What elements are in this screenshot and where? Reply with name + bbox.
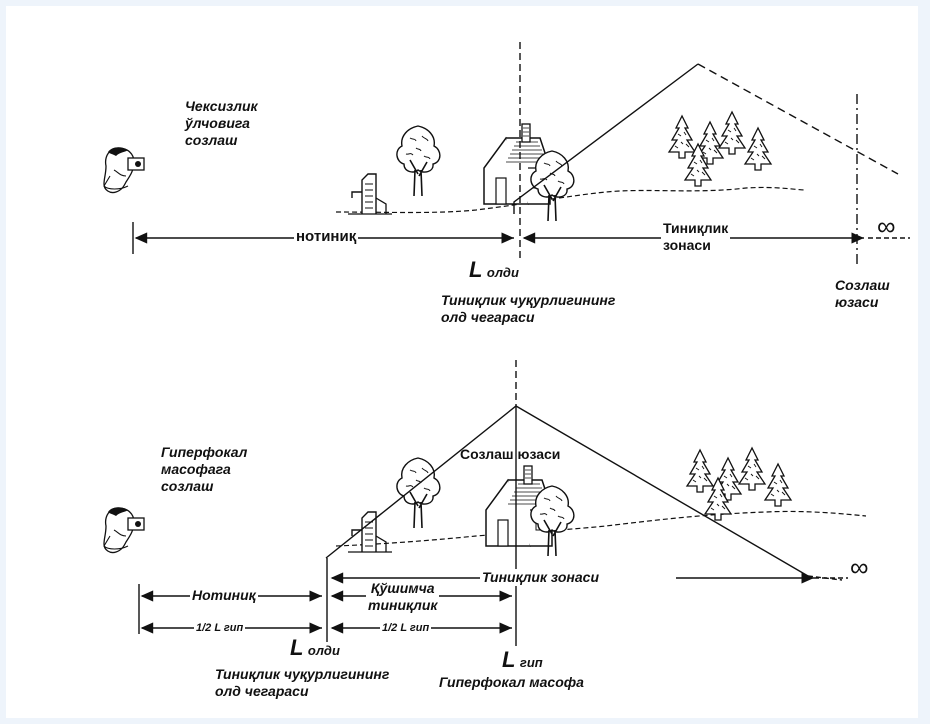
top-infinity-label: ∞	[877, 211, 896, 241]
top-sharp-zone-label: Тиниқлик зонаси	[661, 220, 731, 254]
top-pine-icon-4	[744, 127, 772, 171]
bottom-half-left-label: 1/2 L гип	[194, 622, 246, 635]
top-diagram	[103, 42, 910, 268]
bottom-l-front-label: L олди	[290, 636, 340, 660]
top-cameraman-icon	[103, 146, 145, 194]
bottom-pine-icon-4	[764, 463, 792, 507]
bottom-ground-line	[335, 510, 867, 547]
bottom-l-hyp-label: L гип	[502, 648, 543, 672]
bottom-blur-label: Нотиниқ	[190, 587, 258, 604]
bottom-hyperfocal-label: Гиперфокал масофа	[439, 674, 584, 690]
top-l-front-label: L олди	[469, 258, 519, 282]
bottom-l-hyp-sub: гип	[519, 655, 543, 670]
top-dof-solid-line	[513, 63, 699, 214]
bottom-pump-icon	[347, 511, 393, 553]
bottom-l-hyp-letter: L	[502, 647, 516, 672]
top-title: Чексизлик ўлчовига созлаш	[185, 98, 258, 148]
bottom-title: Гиперфокал масофага созлаш	[161, 444, 248, 494]
bottom-infinity-label: ∞	[850, 552, 869, 582]
top-tree-icon	[396, 125, 441, 197]
top-focus-plane-label: Созлаш юзаси	[835, 277, 890, 310]
top-ground-line	[335, 186, 807, 214]
bottom-extra-sharp-label: Қўшимча тиниқлик	[366, 580, 440, 614]
bottom-front-limit-label: Тиниқлик чуқурлигининг олд чегараси	[215, 666, 390, 699]
top-pump-icon	[347, 173, 393, 215]
bottom-pine-icon-1	[686, 449, 714, 493]
top-front-limit-label: Тиниқлик чуқурлигининг олд чегараси	[441, 292, 616, 325]
bottom-pine-icon-3	[738, 447, 766, 491]
top-pine-icon-3	[718, 111, 746, 155]
bottom-l-front-letter: L	[290, 635, 304, 660]
bottom-focus-plane-label: Созлаш юзаси	[460, 446, 561, 462]
bottom-sharp-zone-label: Тиниқлик зонаси	[480, 569, 602, 586]
top-blur-label: нотиниқ	[294, 228, 359, 245]
diagram-canvas: Чексизлик ўлчовига созлаш нотиниқ Тиниқл…	[6, 6, 918, 718]
top-l-front-letter: L	[469, 257, 483, 282]
bottom-tree-icon	[396, 457, 441, 529]
diagram-drawing	[103, 42, 910, 646]
top-l-front-sub: олди	[486, 265, 519, 280]
bottom-half-right-label: 1/2 L гип	[380, 622, 432, 635]
bottom-cameraman-icon	[103, 506, 145, 554]
bottom-l-front-sub: олди	[307, 643, 340, 658]
top-pine-icon-1	[668, 115, 696, 159]
